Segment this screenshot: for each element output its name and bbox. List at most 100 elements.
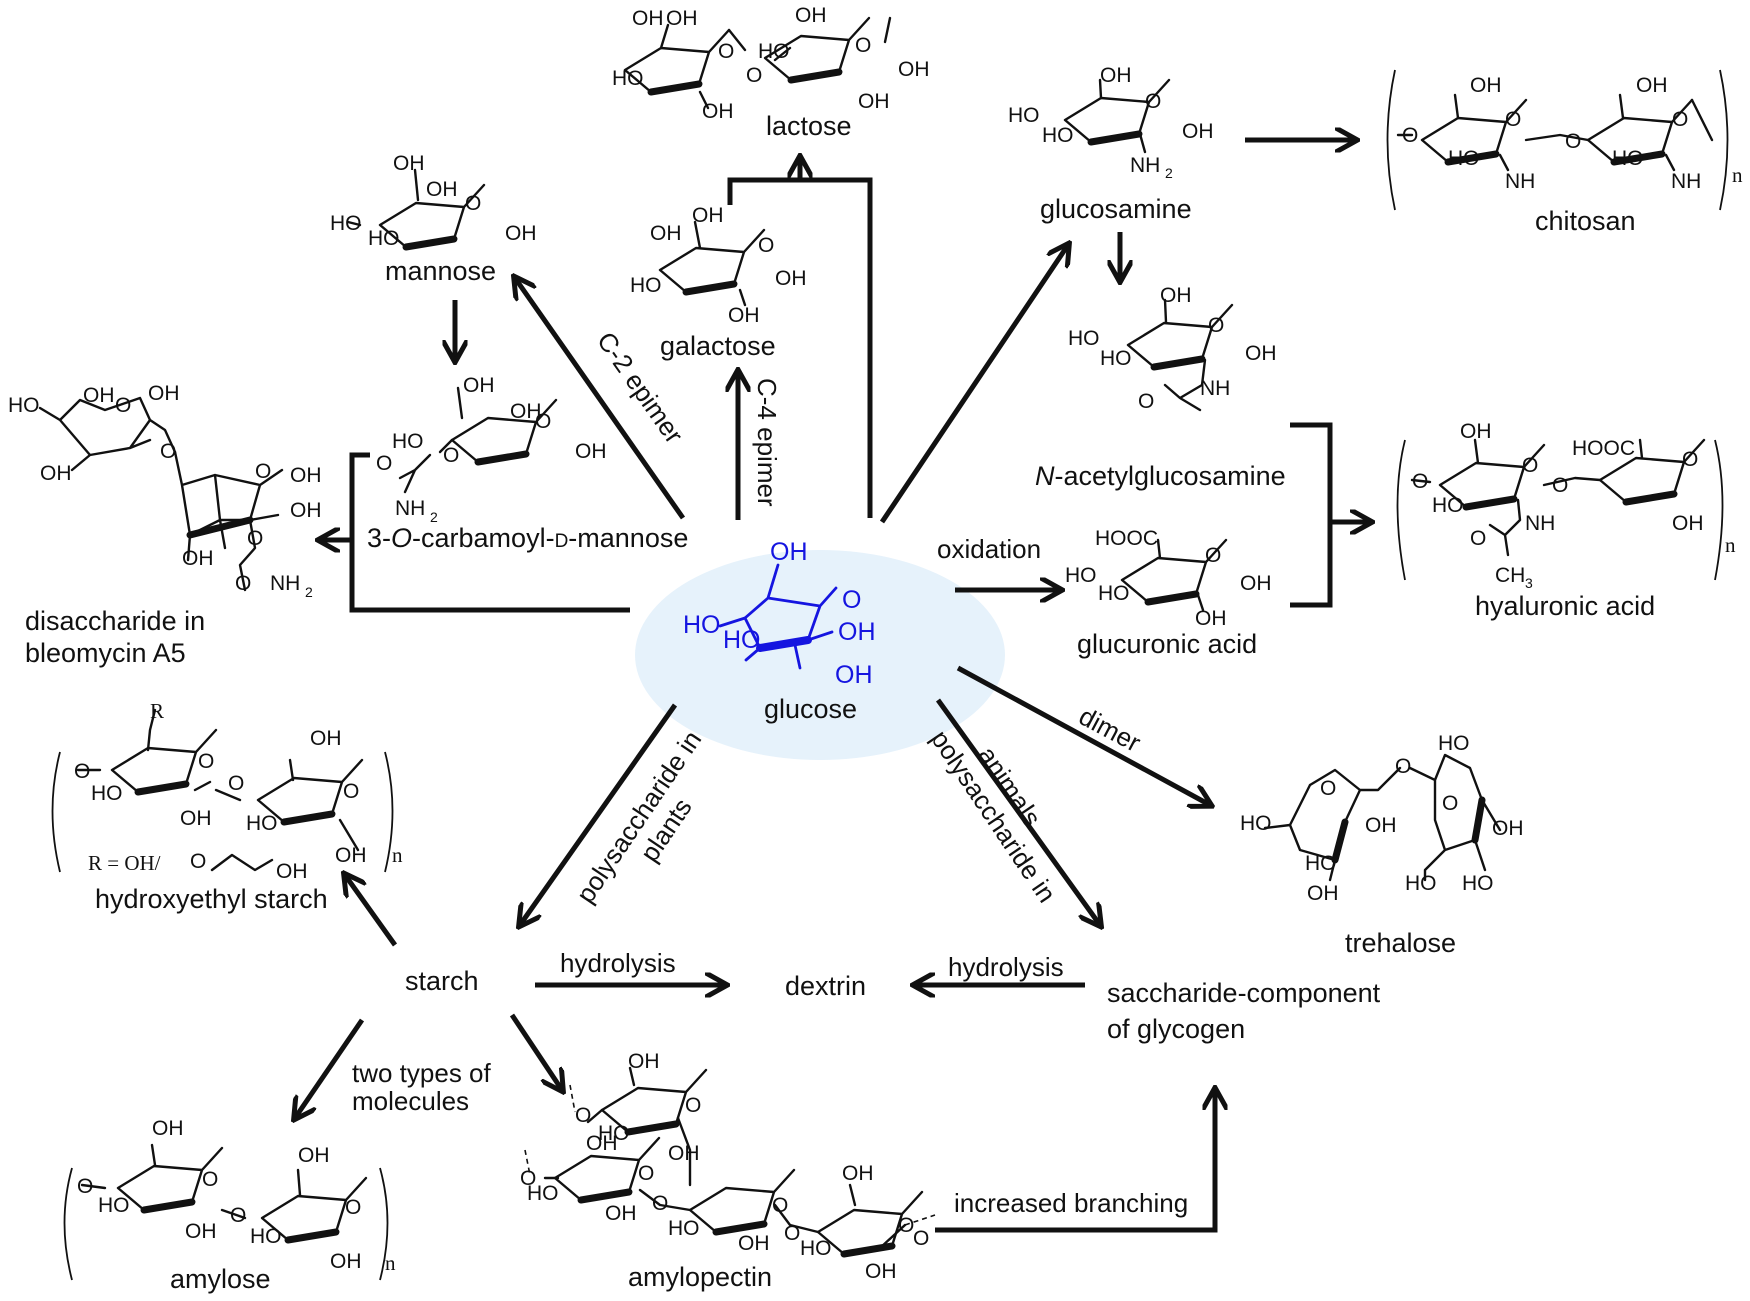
glucosamine-o-ring: O xyxy=(1145,90,1161,113)
galactose-oh-6: OH xyxy=(692,204,724,227)
carbamoyl-label-o: O xyxy=(391,523,412,553)
edge-label-two-types-1: two types of xyxy=(352,1058,492,1088)
hes-r: R xyxy=(150,699,164,723)
carbamoyl-oh-2: OH xyxy=(510,400,542,423)
chitosan-ho-b: HO xyxy=(1612,147,1644,170)
glucose-label: glucose xyxy=(764,694,857,724)
lactose-oh-f: OH xyxy=(858,90,890,113)
amylose-o-link: O xyxy=(230,1204,246,1227)
nacetyl-label-n: N xyxy=(1035,461,1055,491)
glucuronic-ho-3: HO xyxy=(1098,582,1130,605)
hyaluronic-o-ring-b: O xyxy=(1682,448,1698,471)
amylopectin-oh-e: OH xyxy=(738,1232,770,1255)
bleomycin-oh-a: OH xyxy=(83,384,115,407)
bleomycin-disaccharide-structure: HO OH O OH OH O O OH OH OH O O NH 2 xyxy=(8,382,322,600)
trehalose-oh-b: OH xyxy=(1492,817,1524,840)
amylopectin-o-ring-d: O xyxy=(898,1214,914,1237)
lactose-ho-a: HO xyxy=(612,67,644,90)
amylose-ho-b: HO xyxy=(250,1225,282,1248)
glucose-structure: OH O HO HO OH OH xyxy=(683,538,876,689)
hyaluronic-hooc: HOOC xyxy=(1572,437,1635,460)
chitosan-ho-a: HO xyxy=(1448,147,1480,170)
hyaluronic-n: n xyxy=(1725,533,1736,557)
amylopectin-label: amylopectin xyxy=(628,1262,772,1292)
hes-oh-a: OH xyxy=(310,727,342,750)
carbamoyl-o-3: O xyxy=(443,444,459,467)
trehalose-ho-a: HO xyxy=(1438,732,1470,755)
glucuronic-hooc: HOOC xyxy=(1095,527,1158,550)
glucose-ho-4: HO xyxy=(683,611,721,639)
hes-oh-c: OH xyxy=(335,844,367,867)
hyaluronic-o-carbonyl: O xyxy=(1470,527,1486,550)
bleomycin-label-2: bleomycin A5 xyxy=(25,638,186,668)
glucosamine-oh-1: OH xyxy=(1182,120,1214,143)
hyaluronic-ch3-sub: 3 xyxy=(1525,575,1533,591)
lactose-oh-a: OH xyxy=(632,7,664,30)
hyaluronic-oh-6: OH xyxy=(1460,420,1492,443)
amylose-oh-a: OH xyxy=(152,1117,184,1140)
carbamoyl-o-ring: O xyxy=(535,410,551,433)
amylopectin-ho-d: HO xyxy=(800,1237,832,1260)
bleomycin-nh2-sub: 2 xyxy=(305,584,313,600)
amylopectin-o-link-b: O xyxy=(784,1222,800,1245)
edge-label-increased-branching: increased branching xyxy=(954,1188,1188,1218)
hyaluronic-o-link: O xyxy=(1552,474,1568,497)
amylopectin-oh-f: OH xyxy=(842,1162,874,1185)
glucose-oh-6: OH xyxy=(770,538,808,566)
bleomycin-o-link: O xyxy=(160,440,176,463)
arrow-to-starch xyxy=(520,703,678,925)
bleomycin-oh-d: OH xyxy=(290,464,322,487)
galactose-label: galactose xyxy=(660,331,776,361)
lactose-o-link: O xyxy=(746,64,762,87)
hes-oh-b: OH xyxy=(180,807,212,830)
amylopectin-o-b: O xyxy=(520,1167,536,1190)
arrow-dimer xyxy=(956,665,1210,805)
carbamoyl-oh-6: OH xyxy=(463,374,495,397)
hyaluronic-ho: HO xyxy=(1432,494,1464,517)
nacetyl-o-carbonyl: O xyxy=(1138,390,1154,413)
carbamoyl-nh2: NH xyxy=(395,497,425,520)
amylopectin-o-a: O xyxy=(575,1104,591,1127)
trehalose-ho-c: HO xyxy=(1305,852,1337,875)
edge-label-two-types-2: molecules xyxy=(352,1086,469,1116)
galactose-oh-4: OH xyxy=(650,222,682,245)
amylose-label: amylose xyxy=(170,1264,271,1294)
edge-label-hydrolysis-left: hydrolysis xyxy=(560,948,676,978)
mannose-oh-6: OH xyxy=(393,152,425,175)
hyaluronic-label: hyaluronic acid xyxy=(1475,591,1655,621)
nacetyl-oh-6: OH xyxy=(1160,284,1192,307)
chitosan-nh2-b: NH xyxy=(1671,170,1701,193)
mannose-oh-2: OH xyxy=(426,178,458,201)
glucose-oh-2: OH xyxy=(835,661,873,689)
amylopectin-o-link-a: O xyxy=(652,1192,668,1215)
trehalose-ho-b: HO xyxy=(1240,812,1272,835)
arrow-to-hyaluronic xyxy=(1290,422,1370,608)
amylopectin-o-ring-c: O xyxy=(772,1194,788,1217)
hes-ho-a: HO xyxy=(91,782,123,805)
edge-label-animals: polysaccharide in animals xyxy=(925,725,1062,908)
amylopectin-o-ring-b: O xyxy=(638,1162,654,1185)
mannose-o-ring: O xyxy=(465,192,481,215)
amylose-oh-b: OH xyxy=(298,1144,330,1167)
nacetyl-ho-4: HO xyxy=(1068,327,1100,350)
edge-label-plants: polysaccharide in plants xyxy=(570,725,707,908)
trehalose-o-ring-b: O xyxy=(1442,792,1458,815)
bleomycin-oh-c: OH xyxy=(40,462,72,485)
glucose-ring-o: O xyxy=(842,586,861,614)
carbamoyl-label-tail: -mannose xyxy=(568,523,688,553)
carbamoyl-mannose-structure: OH OH O HO O OH O NH 2 xyxy=(376,374,607,525)
mannose-structure: OH OH O HO HO OH xyxy=(330,152,537,250)
hyaluronic-o-a: O xyxy=(1412,470,1428,493)
carbamoyl-ho-4: HO xyxy=(392,430,424,453)
mannose-oh-1: OH xyxy=(505,222,537,245)
trehalose-ho-d: HO xyxy=(1405,872,1437,895)
hyaluronic-oh-b: OH xyxy=(1672,512,1704,535)
mannose-ho-3: HO xyxy=(368,227,400,250)
bleomycin-o-carbamate: O xyxy=(247,527,263,550)
bleomycin-oh-f: OH xyxy=(182,547,214,570)
arrow-increased-branching xyxy=(935,1090,1215,1233)
bleomycin-oh-e: OH xyxy=(290,499,322,522)
galactose-structure: OH OH O HO OH OH xyxy=(630,204,807,327)
carbamoyl-nh2-sub: 2 xyxy=(430,509,438,525)
